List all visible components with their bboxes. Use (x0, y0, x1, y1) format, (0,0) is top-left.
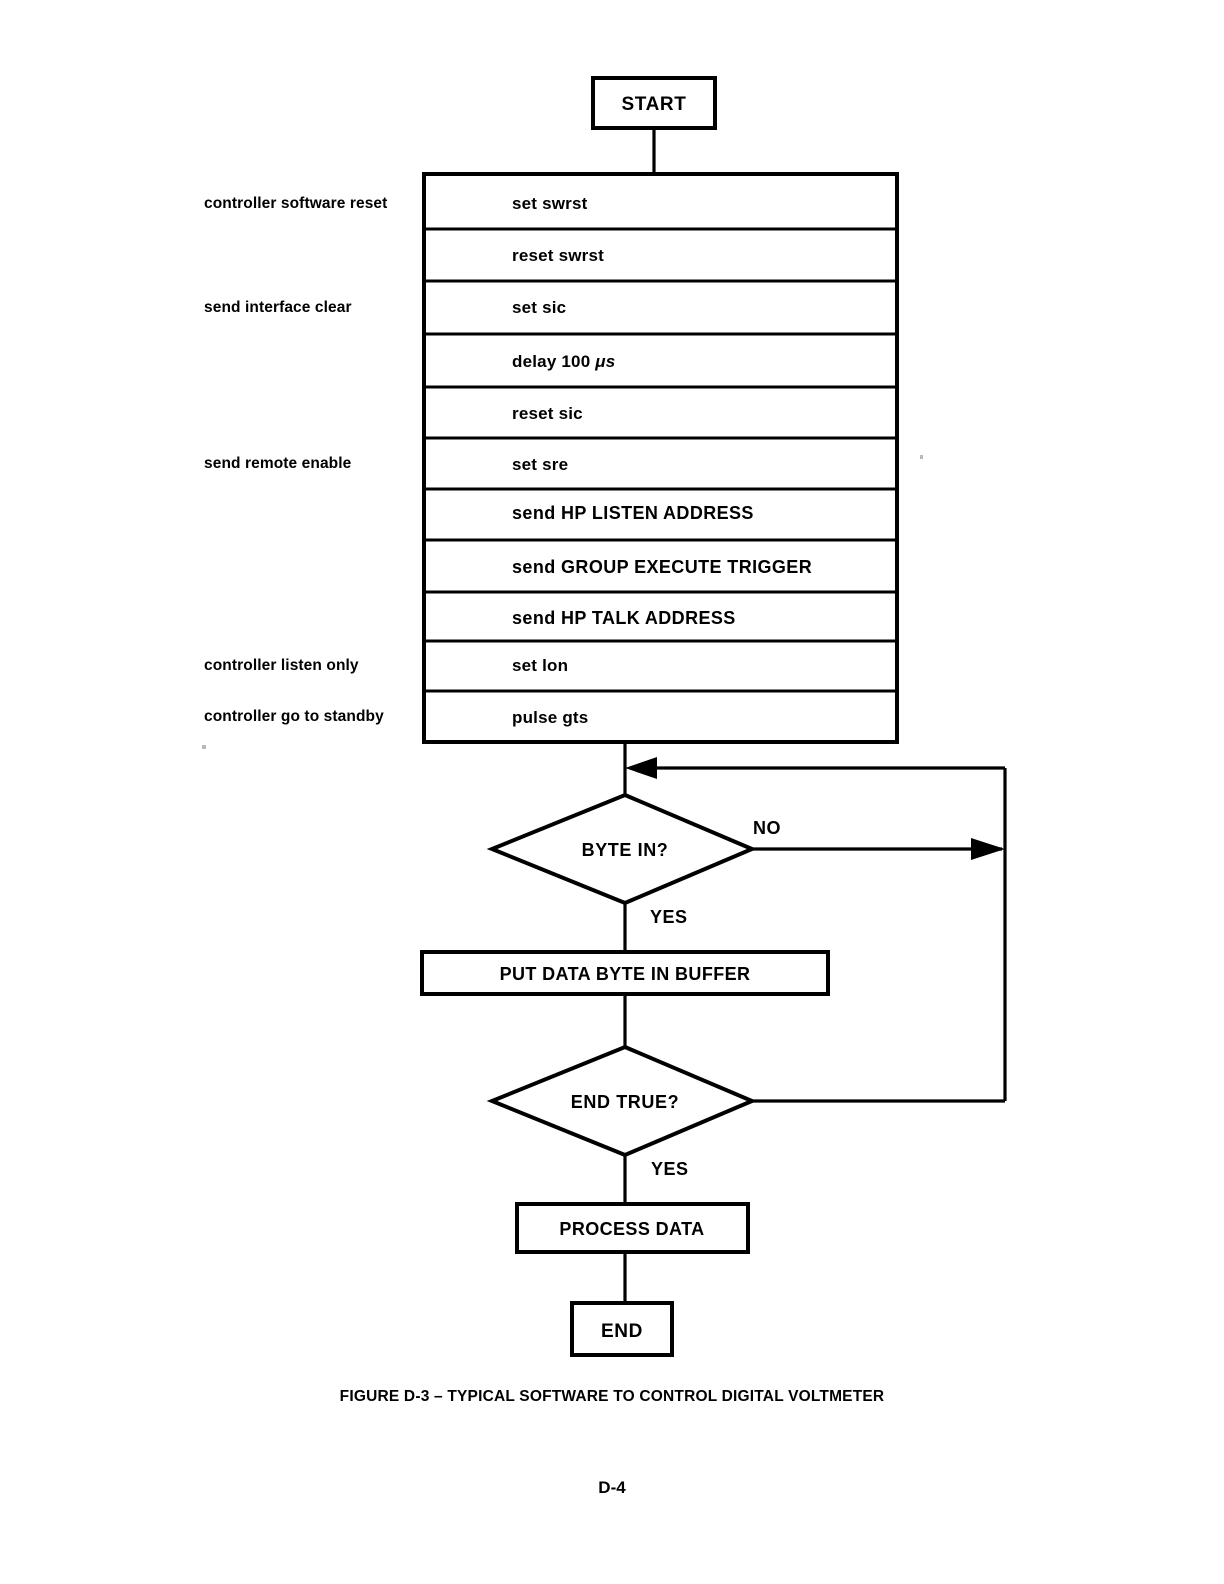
decision1-no-label: NO (753, 818, 781, 838)
step-label-4: delay 100 μs (512, 352, 615, 371)
step-label-4-unit: μs (594, 352, 615, 371)
decision1-label: BYTE IN? (582, 840, 669, 860)
scan-speck-right (920, 455, 923, 459)
node-start: START (591, 76, 717, 130)
node-decision-end-true: END TRUE? (486, 1044, 758, 1158)
step-label-4-text: delay 100 (512, 352, 595, 371)
decision1-yes-label: YES (650, 907, 688, 927)
node-end: END (570, 1301, 674, 1357)
node-decision-byte-in: BYTE IN? (486, 792, 758, 906)
step-stack-outline (422, 172, 899, 744)
decision2-yes-label: YES (651, 1159, 689, 1179)
buffer-box (420, 950, 830, 996)
node-process-data: PROCESS DATA (515, 1202, 750, 1254)
end-label: END (601, 1321, 643, 1342)
process-data-box (515, 1202, 750, 1254)
page-number: D-4 (598, 1478, 626, 1497)
step-label-5: reset sic (512, 404, 583, 423)
arrowhead-decision1-no (971, 838, 1005, 860)
end-box (570, 1301, 674, 1357)
annotation-controller-listen-only: controller listen only (204, 657, 359, 674)
annotation-labels: controller software reset send interface… (204, 195, 387, 725)
step-label-8: send GROUP EXECUTE TRIGGER (512, 557, 812, 577)
decision2-label: END TRUE? (571, 1092, 679, 1112)
step-label-7: send HP LISTEN ADDRESS (512, 503, 754, 523)
step-label-11: pulse gts (512, 708, 588, 727)
buffer-label: PUT DATA BYTE IN BUFFER (500, 964, 751, 984)
annotation-controller-go-to-standby: controller go to standby (204, 708, 384, 725)
step-label-6: set sre (512, 455, 568, 474)
annotation-send-remote-enable: send remote enable (204, 455, 352, 472)
start-label: START (622, 94, 687, 115)
step-label-3: set sic (512, 298, 566, 317)
step-label-10: set lon (512, 656, 568, 675)
step-label-2: reset swrst (512, 246, 604, 265)
step-label-9: send HP TALK ADDRESS (512, 608, 736, 628)
step-label-1: set swrst (512, 194, 588, 213)
process-data-label: PROCESS DATA (559, 1219, 704, 1239)
scan-speck-left (202, 745, 206, 749)
figure-caption: FIGURE D-3 – TYPICAL SOFTWARE TO CONTROL… (339, 1388, 885, 1405)
annotation-send-interface-clear: send interface clear (204, 299, 352, 316)
process-step-stack: set swrst reset swrst set sic delay 100 … (422, 172, 899, 744)
node-put-data-byte-in-buffer: PUT DATA BYTE IN BUFFER (420, 950, 830, 996)
annotation-controller-software-reset: controller software reset (204, 195, 387, 212)
